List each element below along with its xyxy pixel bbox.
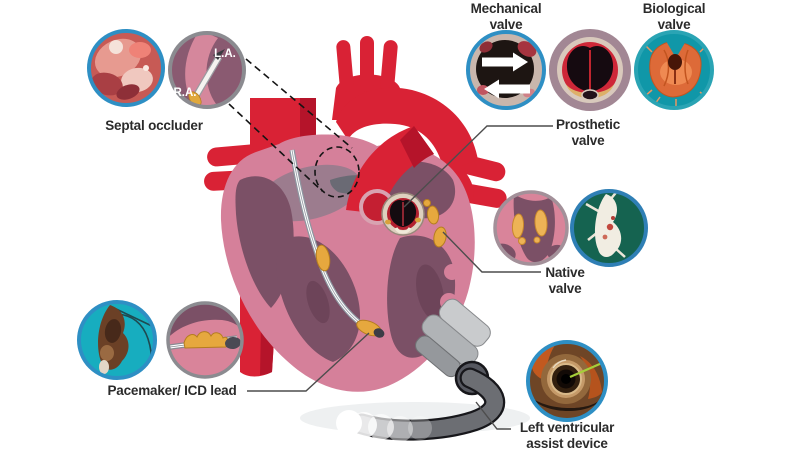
septal-occluder-illustration-inset: L.A. R.A. bbox=[168, 31, 246, 109]
flow-arrow-right-icon bbox=[482, 52, 528, 72]
lvad-label: Left ventricular assist device bbox=[519, 420, 615, 450]
pacemaker-photo-inset bbox=[77, 300, 157, 380]
lvad-photo-inset bbox=[526, 340, 608, 422]
prosthetic-valve-label: Prosthetic valve bbox=[555, 117, 621, 149]
septal-target-circle bbox=[314, 146, 360, 198]
right-atrium-abbr-label: R.A. bbox=[174, 87, 197, 99]
lead-tip bbox=[373, 328, 385, 338]
arch-branch-3 bbox=[380, 40, 398, 92]
prosthetic-valve-leader bbox=[403, 125, 553, 208]
heart-illustration bbox=[204, 36, 507, 392]
flow-arrow-left-icon bbox=[484, 79, 530, 99]
lvad-device-inline bbox=[336, 298, 505, 442]
native-valve-leader bbox=[442, 231, 541, 273]
arch-branch-1 bbox=[336, 40, 354, 92]
leader-lines bbox=[247, 125, 553, 430]
prosthetic-valve-illustration-inset bbox=[549, 29, 631, 111]
pacemaker-illustration-inset bbox=[166, 301, 244, 379]
native-valve-photo-inset bbox=[570, 189, 648, 267]
prosthetic-valve-inline bbox=[381, 192, 425, 236]
biological-valve-label: Biological valve bbox=[642, 1, 706, 33]
mechanical-valve-label: Mechanical valve bbox=[470, 1, 542, 33]
biological-valve-photo-inset bbox=[634, 30, 714, 110]
lvad-leader bbox=[475, 401, 511, 430]
arch-branch-2 bbox=[360, 36, 374, 92]
heart-chambers bbox=[235, 161, 460, 362]
aortic-arch bbox=[336, 87, 478, 172]
magnifier-dashed-lines bbox=[228, 58, 360, 198]
mechanical-valve-photo-inset bbox=[466, 30, 546, 110]
native-valve-label: Native valve bbox=[545, 265, 585, 297]
left-atrium-abbr-label: L.A. bbox=[214, 48, 236, 60]
septal-occluder-label: Septal occluder bbox=[105, 118, 203, 133]
septal-occluder-photo-inset bbox=[87, 29, 165, 107]
pacemaker-leader bbox=[247, 332, 370, 392]
pacemaker-icd-lead-label: Pacemaker/ ICD lead bbox=[107, 383, 237, 398]
